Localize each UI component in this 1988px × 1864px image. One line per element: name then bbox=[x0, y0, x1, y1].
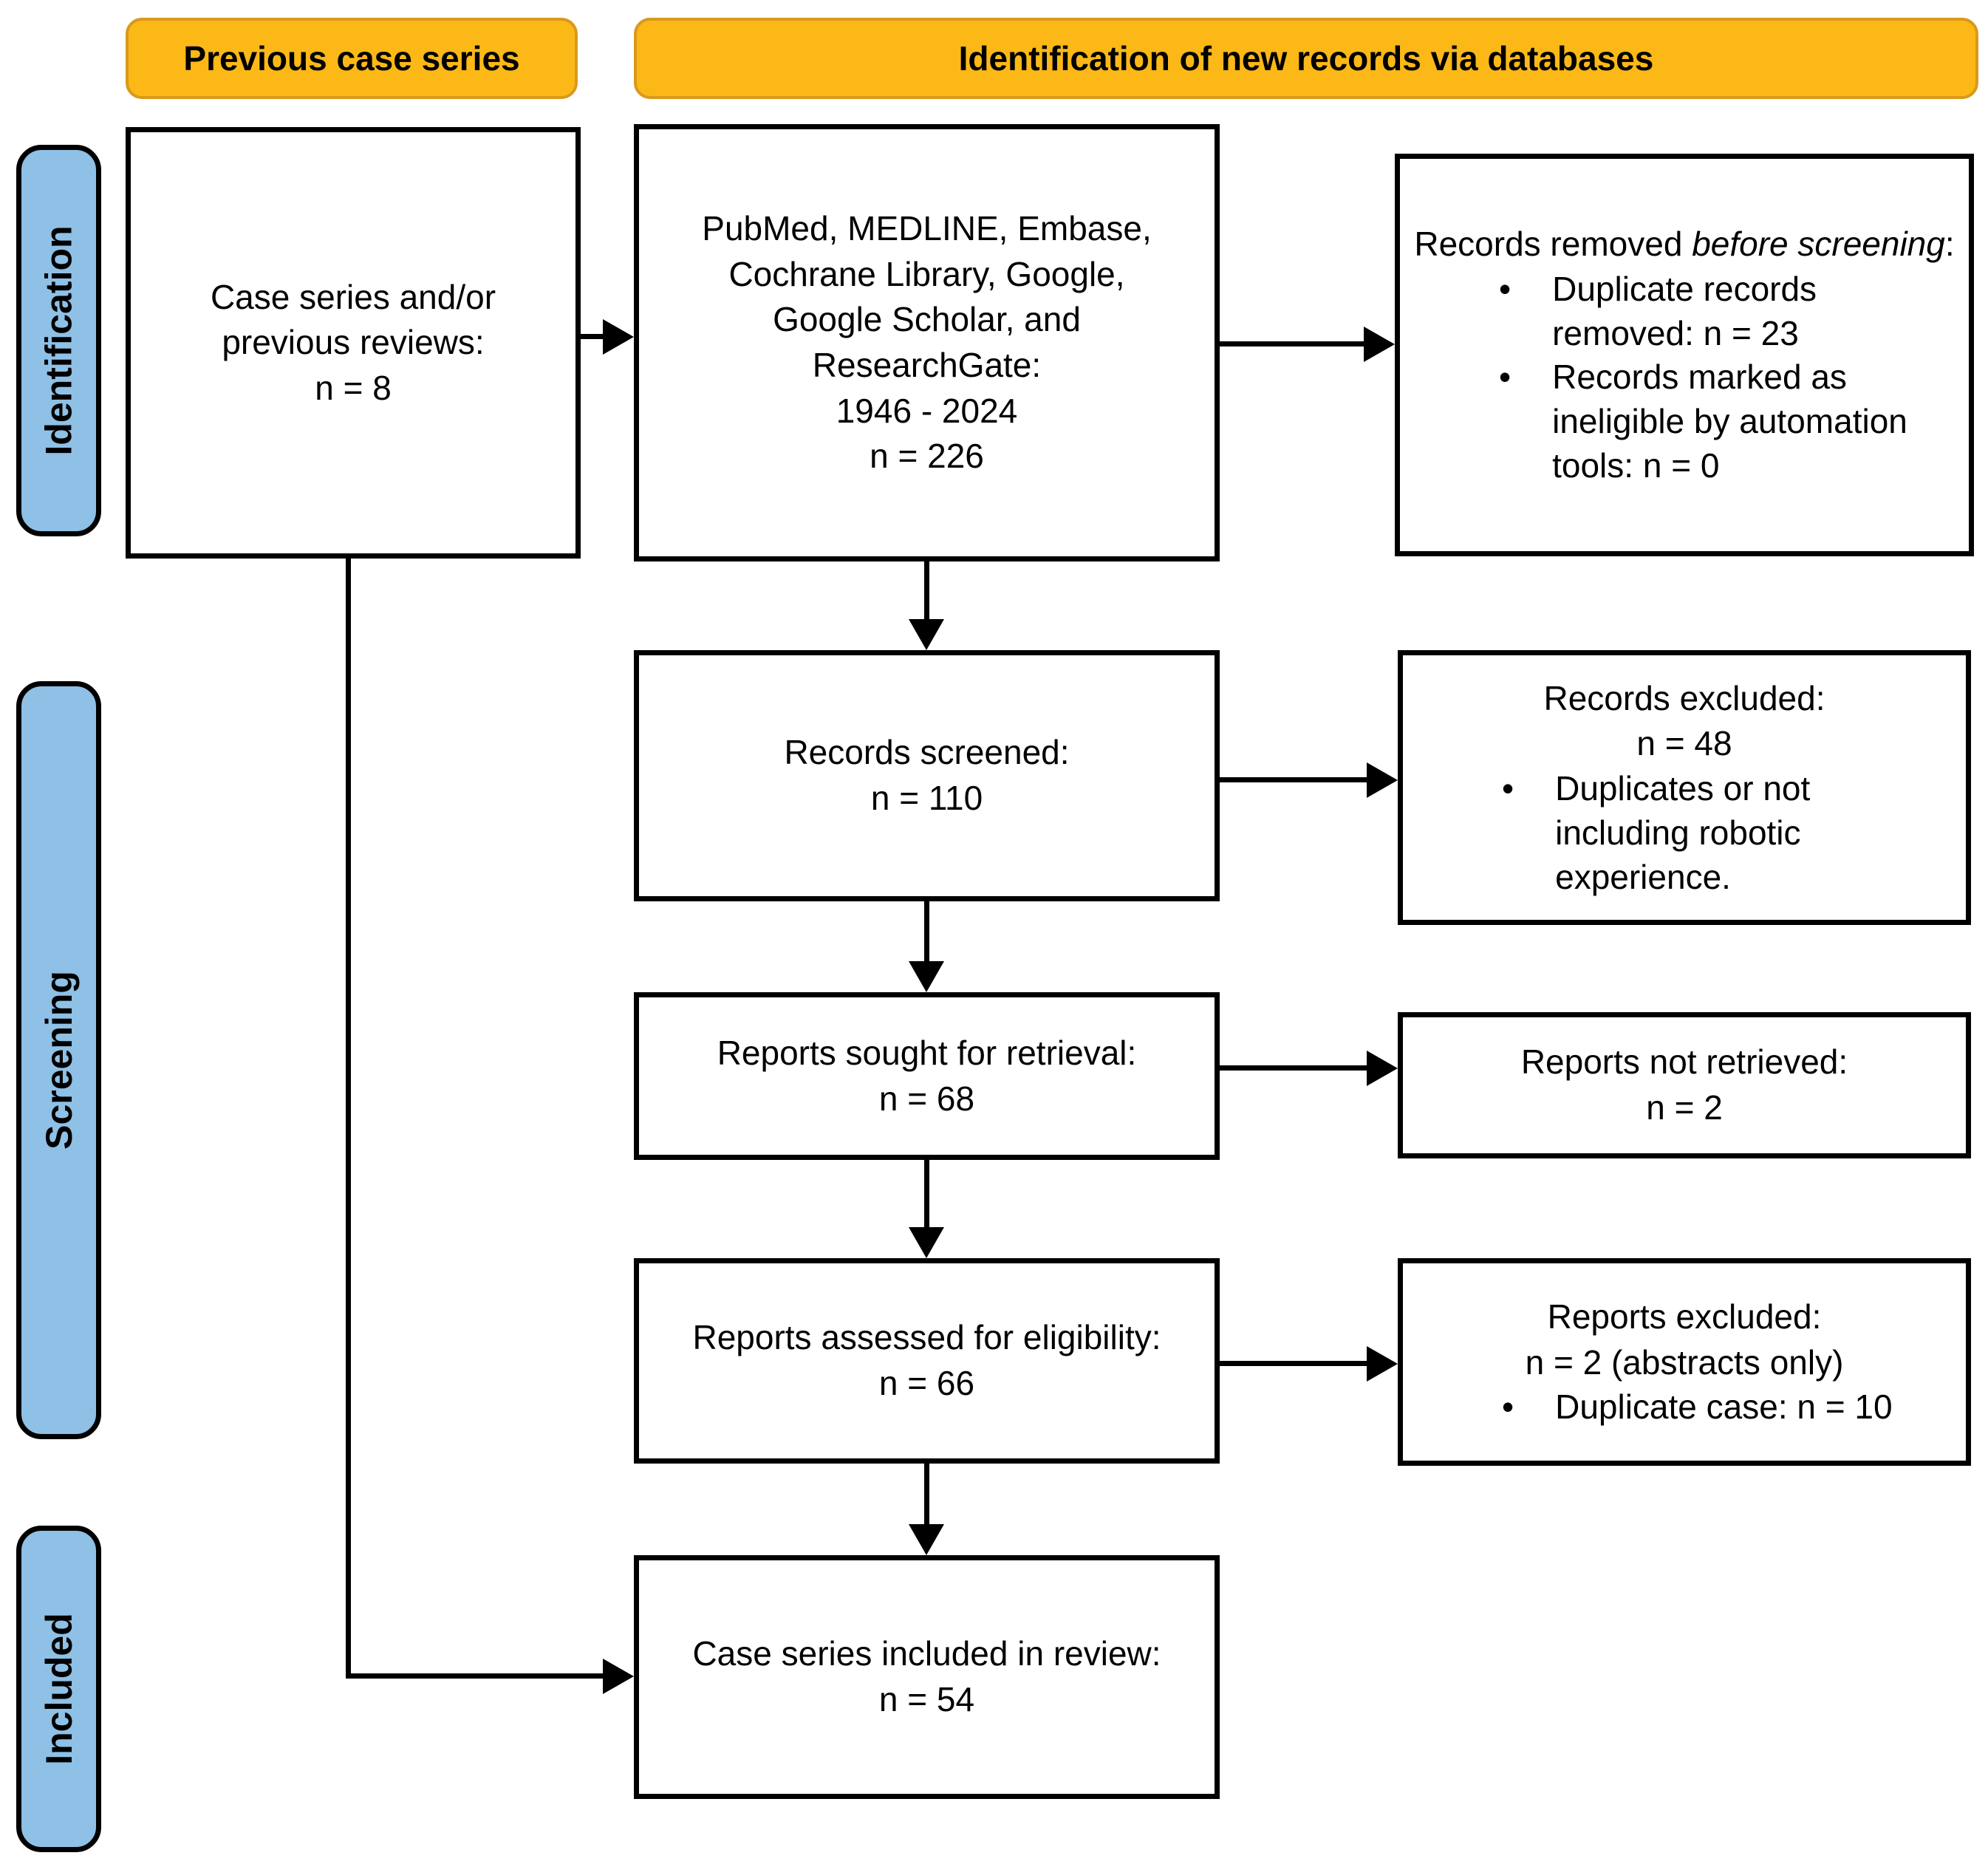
header-previous-case-series: Previous case series bbox=[126, 18, 578, 99]
box-database-search-line: Cochrane Library, Google, bbox=[728, 254, 1125, 293]
arrow-sought-to-notretrieved-head bbox=[1367, 1051, 1398, 1086]
arrow-db-to-screened-head bbox=[909, 619, 944, 650]
box-database-search: PubMed, MEDLINE, Embase, Cochrane Librar… bbox=[634, 124, 1220, 561]
records-excluded-bullet-list: • Duplicates or not including robotic ex… bbox=[1502, 767, 1865, 899]
stage-label-identification-text: Identification bbox=[38, 225, 80, 456]
box-reports-excluded: Reports excluded: n = 2 (abstracts only)… bbox=[1398, 1258, 1971, 1466]
arrow-previous-to-included-head bbox=[603, 1659, 634, 1694]
arrow-assessed-to-included-head bbox=[909, 1524, 944, 1555]
box-database-search-daterange: 1946 - 2024 bbox=[836, 391, 1018, 430]
stage-label-included-text: Included bbox=[38, 1613, 80, 1765]
records-removed-title-suffix: : bbox=[1944, 225, 1955, 264]
records-removed-bullet-list: • Duplicate records removed: n = 23 • Re… bbox=[1499, 267, 1966, 488]
header-previous-case-series-label: Previous case series bbox=[183, 39, 520, 78]
box-reports-sought-count: n = 68 bbox=[878, 1079, 975, 1118]
stage-label-identification: Identification bbox=[16, 145, 101, 536]
bullet-dot: • bbox=[1499, 269, 1512, 308]
box-reports-assessed-count: n = 66 bbox=[878, 1364, 975, 1402]
records-removed-title-prefix: Records removed bbox=[1414, 225, 1692, 264]
arrow-db-to-removed-line bbox=[1220, 341, 1366, 346]
box-case-series-included-count: n = 54 bbox=[878, 1680, 975, 1718]
arrow-db-to-screened-line bbox=[924, 561, 929, 621]
arrow-assessed-to-included-line bbox=[924, 1464, 929, 1526]
bullet-dot: • bbox=[1499, 358, 1512, 397]
records-removed-title-italic: before screening bbox=[1692, 225, 1945, 264]
box-records-removed-title: Records removed before screening: bbox=[1410, 222, 1958, 267]
arrow-assessed-to-excluded-line bbox=[1220, 1361, 1370, 1366]
arrow-screened-to-excluded-head bbox=[1367, 762, 1398, 798]
box-case-series-included-line: Case series included in review: bbox=[692, 1634, 1161, 1673]
bullet-dot: • bbox=[1502, 1387, 1514, 1427]
arrow-assessed-to-excluded-head bbox=[1367, 1346, 1398, 1382]
arrow-sought-to-notretrieved-line bbox=[1220, 1065, 1370, 1071]
records-removed-bullet: • Records marked as ineligible by automa… bbox=[1499, 355, 1966, 488]
box-database-search-count: n = 226 bbox=[870, 437, 984, 476]
box-records-screened-count: n = 110 bbox=[870, 779, 983, 817]
box-records-excluded-count: n = 48 bbox=[1636, 724, 1732, 763]
box-reports-sought-line: Reports sought for retrieval: bbox=[717, 1033, 1137, 1072]
arrow-screened-to-sought-line bbox=[924, 901, 929, 963]
box-records-excluded-line: Records excluded: bbox=[1543, 678, 1825, 717]
box-previous-case-series-line: previous reviews: bbox=[222, 323, 485, 362]
arrow-previous-to-included-vline bbox=[346, 559, 351, 1679]
arrow-sought-to-assessed-line bbox=[924, 1160, 929, 1229]
reports-excluded-bullet-list: • Duplicate case: n = 10 bbox=[1502, 1385, 1939, 1430]
arrow-db-to-removed-head bbox=[1364, 327, 1395, 362]
box-previous-case-series-count: n = 8 bbox=[315, 368, 392, 407]
box-case-series-included: Case series included in review: n = 54 bbox=[634, 1555, 1220, 1799]
arrow-previous-to-db-head bbox=[603, 319, 634, 355]
records-removed-bullet-text: Records marked as ineligible by automati… bbox=[1552, 358, 1907, 485]
box-reports-assessed: Reports assessed for eligibility: n = 66 bbox=[634, 1258, 1220, 1464]
box-database-search-line: PubMed, MEDLINE, Embase, bbox=[702, 209, 1152, 248]
box-reports-excluded-count: n = 2 (abstracts only) bbox=[1525, 1342, 1844, 1382]
reports-excluded-bullet-text: Duplicate case: n = 10 bbox=[1555, 1387, 1893, 1427]
header-identification-new-records: Identification of new records via databa… bbox=[634, 18, 1978, 99]
arrow-previous-to-db-line bbox=[581, 334, 606, 339]
bullet-dot: • bbox=[1502, 768, 1514, 808]
box-records-removed-before-screening: Records removed before screening: • Dupl… bbox=[1395, 154, 1974, 556]
records-removed-bullet: • Duplicate records removed: n = 23 bbox=[1499, 267, 1966, 356]
box-previous-case-series: Case series and/or previous reviews: n =… bbox=[126, 127, 581, 559]
reports-excluded-bullet: • Duplicate case: n = 10 bbox=[1502, 1385, 1939, 1430]
box-reports-excluded-line: Reports excluded: bbox=[1547, 1297, 1822, 1336]
records-removed-bullet-text: Duplicate records removed: n = 23 bbox=[1552, 269, 1817, 352]
stage-label-screening-text: Screening bbox=[38, 971, 80, 1150]
box-database-search-line: ResearchGate: bbox=[812, 346, 1042, 384]
box-reports-not-retrieved-line: Reports not retrieved: bbox=[1520, 1042, 1848, 1082]
arrow-previous-to-included-hline bbox=[346, 1673, 604, 1679]
box-records-screened-line: Records screened: bbox=[784, 733, 1070, 772]
box-reports-not-retrieved: Reports not retrieved: n = 2 bbox=[1398, 1012, 1971, 1158]
arrow-screened-to-excluded-line bbox=[1220, 777, 1370, 782]
box-reports-assessed-line: Reports assessed for eligibility: bbox=[692, 1318, 1161, 1357]
box-previous-case-series-line: Case series and/or bbox=[210, 277, 496, 316]
box-reports-not-retrieved-count: n = 2 bbox=[1646, 1088, 1723, 1127]
stage-label-screening: Screening bbox=[16, 681, 101, 1439]
box-records-screened: Records screened: n = 110 bbox=[634, 650, 1220, 901]
records-excluded-bullet: • Duplicates or not including robotic ex… bbox=[1502, 767, 1865, 899]
box-records-excluded: Records excluded: n = 48 • Duplicates or… bbox=[1398, 650, 1971, 925]
header-identification-new-records-label: Identification of new records via databa… bbox=[958, 39, 1654, 78]
box-database-search-line: Google Scholar, and bbox=[773, 300, 1081, 339]
box-reports-sought: Reports sought for retrieval: n = 68 bbox=[634, 992, 1220, 1160]
arrow-screened-to-sought-head bbox=[909, 961, 944, 992]
arrow-sought-to-assessed-head bbox=[909, 1227, 944, 1258]
stage-label-included: Included bbox=[16, 1526, 101, 1852]
records-excluded-bullet-text: Duplicates or not including robotic expe… bbox=[1555, 768, 1811, 896]
